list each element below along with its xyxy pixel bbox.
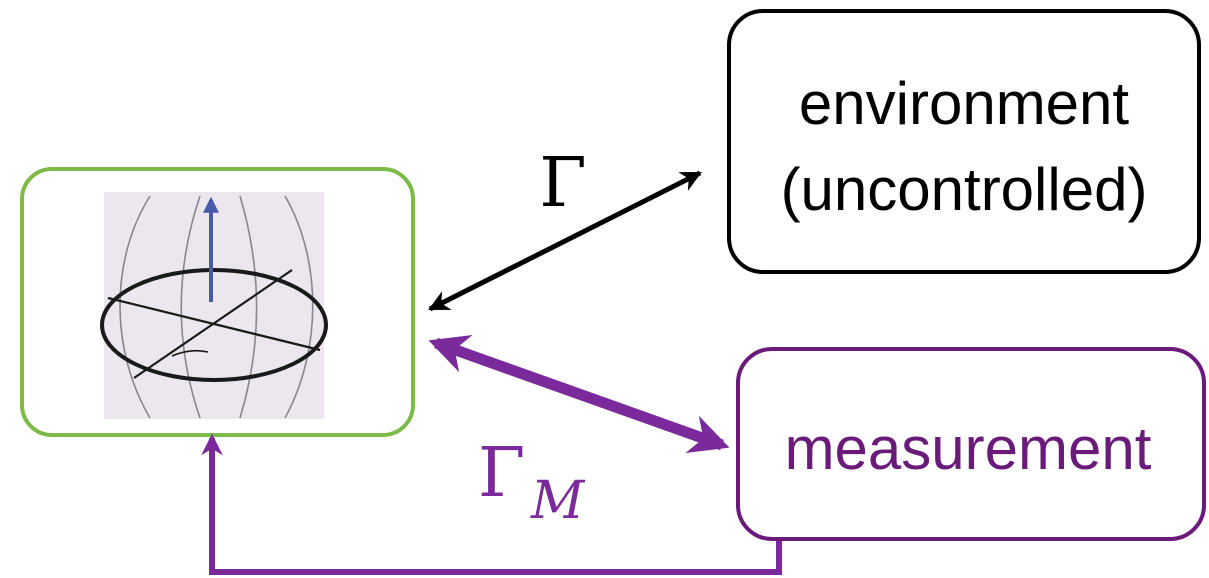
measurement-node: measurement bbox=[736, 347, 1206, 541]
environment-sublabel: (uncontrolled) bbox=[781, 156, 1148, 223]
qubit-node bbox=[20, 167, 415, 437]
gamma-m-symbol: Γ M bbox=[478, 434, 586, 531]
gamma-m-arrow bbox=[428, 334, 730, 454]
gamma-symbol: Γ bbox=[539, 144, 586, 223]
bloch-sphere-icon bbox=[100, 192, 328, 419]
gamma-m-subscript: M bbox=[530, 471, 586, 531]
feedback-arrow bbox=[201, 433, 782, 575]
environment-node: environment (uncontrolled) bbox=[727, 9, 1201, 274]
environment-label: environment bbox=[799, 70, 1130, 137]
gamma-arrow bbox=[428, 170, 702, 312]
measurement-box bbox=[736, 347, 1206, 541]
environment-box bbox=[727, 9, 1201, 274]
measurement-label: measurement bbox=[785, 415, 1152, 482]
gamma-m-base: Γ bbox=[478, 434, 525, 513]
